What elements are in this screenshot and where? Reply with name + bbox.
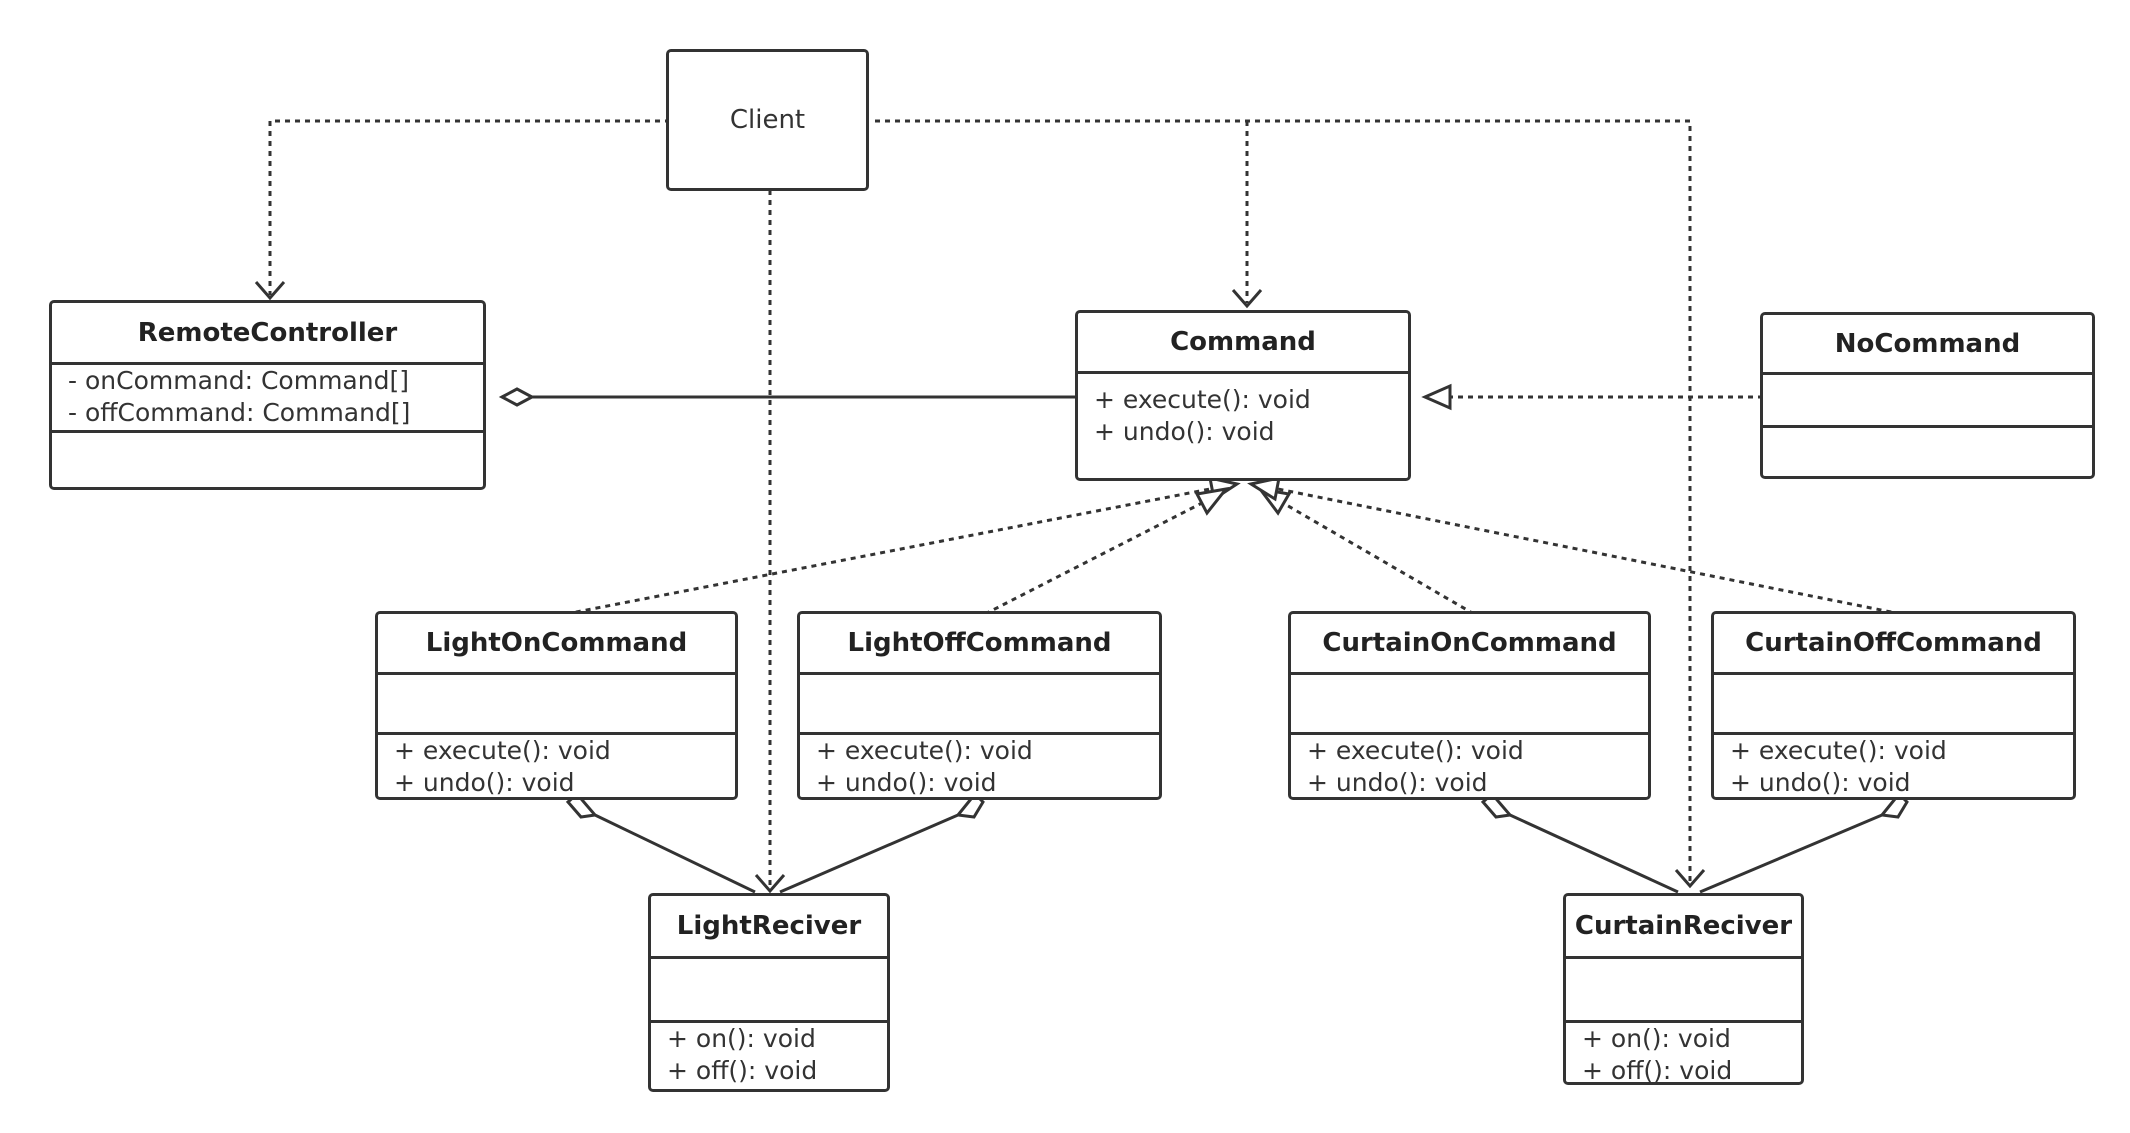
class-lightreceiver[interactable]: LightReciver + on(): void + off(): void <box>648 893 890 1092</box>
operation: + undo(): void <box>1094 417 1275 446</box>
class-name: CurtainReciver <box>1566 896 1801 959</box>
operation: + undo(): void <box>1307 768 1488 797</box>
client-label: Client <box>729 105 806 135</box>
operation: + execute(): void <box>1730 736 1947 765</box>
operations-section: + on(): void + off(): void <box>651 1023 887 1089</box>
class-name: Command <box>1078 313 1408 374</box>
attributes-section <box>378 675 735 735</box>
realization-lightoff-command <box>984 501 1203 616</box>
aggregation-curtainoff-receiver <box>1699 813 1883 894</box>
realization-arrowhead <box>1247 476 1281 502</box>
realization-arrowhead <box>1194 486 1230 516</box>
dependency-arrowhead <box>754 874 786 894</box>
operation: + on(): void <box>667 1024 816 1053</box>
realization-arrowhead <box>1421 383 1452 411</box>
operation: + execute(): void <box>394 736 611 765</box>
class-command[interactable]: Command + execute(): void + undo(): void <box>1075 310 1411 481</box>
operation: + off(): void <box>667 1056 818 1085</box>
attributes-section <box>1714 675 2073 735</box>
dependency-client-to-remotecontroller <box>268 119 670 295</box>
operations-section: + execute(): void + undo(): void <box>1714 735 2073 797</box>
class-name: LightOnCommand <box>378 614 735 675</box>
operation: + execute(): void <box>1094 385 1311 414</box>
operation: + on(): void <box>1582 1024 1731 1053</box>
attributes-section <box>651 959 887 1023</box>
operation: + execute(): void <box>1307 736 1524 765</box>
class-curtainreceiver[interactable]: CurtainReciver + on(): void + off(): voi… <box>1563 893 1804 1085</box>
class-name: LightReciver <box>651 896 887 959</box>
attributes-section <box>1566 959 1801 1023</box>
class-name: CurtainOnCommand <box>1291 614 1648 675</box>
attributes-section <box>1763 375 2092 428</box>
operations-section: + execute(): void + undo(): void <box>800 735 1159 797</box>
operations-section <box>52 433 483 487</box>
operations-section: + execute(): void + undo(): void <box>378 735 735 797</box>
operations-section: + execute(): void + undo(): void <box>1078 374 1408 478</box>
operations-section: + on(): void + off(): void <box>1566 1023 1801 1085</box>
attributes-section: - onCommand: Command[] - offCommand: Com… <box>52 365 483 433</box>
realization-curtainoff-command <box>1277 487 1902 616</box>
aggregation-lighton-receiver <box>594 813 756 894</box>
operation: + off(): void <box>1582 1056 1733 1085</box>
class-name: NoCommand <box>1763 315 2092 375</box>
realization-lighton-command <box>565 487 1211 616</box>
operation: + undo(): void <box>1730 768 1911 797</box>
realization-curtainon-command <box>1282 501 1475 616</box>
operations-section: + execute(): void + undo(): void <box>1291 735 1648 797</box>
class-name: RemoteController <box>52 303 483 365</box>
operation: + undo(): void <box>816 768 997 797</box>
aggregation-curtainon-receiver <box>1509 813 1679 894</box>
class-name: CurtainOffCommand <box>1714 614 2073 675</box>
attribute: - onCommand: Command[] <box>68 366 409 395</box>
operation: + execute(): void <box>816 736 1033 765</box>
class-curtainoncommand[interactable]: CurtainOnCommand + execute(): void + und… <box>1288 611 1651 800</box>
dependency-arrowhead <box>1674 869 1706 889</box>
attributes-section <box>1291 675 1648 735</box>
operations-section <box>1763 428 2092 476</box>
class-remotecontroller[interactable]: RemoteController - onCommand: Command[] … <box>49 300 486 490</box>
class-lightoffcommand[interactable]: LightOffCommand + execute(): void + undo… <box>797 611 1162 800</box>
attributes-section <box>800 675 1159 735</box>
aggregation-lightoff-receiver <box>779 813 959 894</box>
class-lightoncommand[interactable]: LightOnCommand + execute(): void + undo(… <box>375 611 738 800</box>
aggregation-diamond <box>498 387 536 407</box>
class-name: LightOffCommand <box>800 614 1159 675</box>
attribute: - offCommand: Command[] <box>68 398 411 427</box>
dependency-arrowhead <box>254 281 286 301</box>
operation: + undo(): void <box>394 768 575 797</box>
dependency-arrowhead <box>1231 289 1263 309</box>
dependency-client-to-command <box>875 119 1692 883</box>
client-box[interactable]: Client <box>666 49 869 191</box>
class-nocommand[interactable]: NoCommand <box>1760 312 2095 479</box>
class-curtainoffcommand[interactable]: CurtainOffCommand + execute(): void + un… <box>1711 611 2076 800</box>
